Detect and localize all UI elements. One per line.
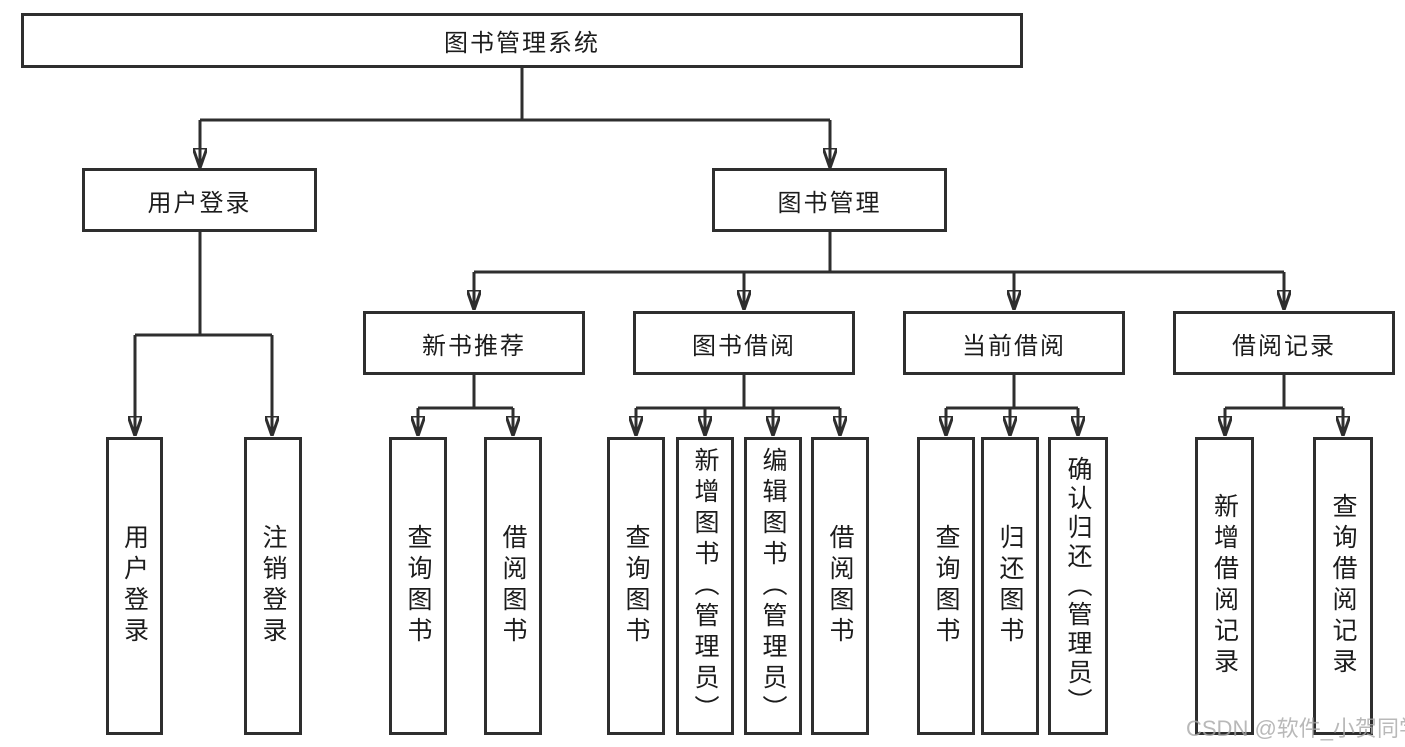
node-label: 查询图书 — [404, 524, 432, 648]
edge-current-borrow-children — [946, 375, 1078, 435]
node-borrow-records: 借阅记录 — [1173, 311, 1395, 375]
node-user-login: 用户登录 — [82, 168, 317, 232]
leaf-query-borrow-record: 查询借阅记录 — [1313, 437, 1373, 735]
leaf-query-books-borrow: 查询图书 — [607, 437, 665, 735]
leaf-borrow-books-recommend: 借阅图书 — [484, 437, 542, 735]
leaf-confirm-return-admin: 确认归还（管理员） — [1048, 437, 1108, 735]
node-label: 新增图书（管理员） — [691, 446, 719, 726]
leaf-query-books-recommend: 查询图书 — [389, 437, 447, 735]
node-label: 借阅图书 — [499, 524, 527, 648]
edge-user-login-children — [135, 232, 272, 435]
node-label: 归还图书 — [996, 524, 1024, 648]
leaf-user-login: 用户登录 — [106, 437, 163, 735]
node-label: 用户登录 — [120, 524, 149, 648]
node-label: 新书推荐 — [422, 332, 526, 360]
node-book-borrow: 图书借阅 — [633, 311, 855, 375]
node-label: 借阅记录 — [1232, 332, 1336, 360]
csdn-watermark: CSDN @软件_小贺同学 — [1186, 716, 1405, 741]
edge-book-borrow-children — [636, 375, 840, 435]
node-new-book-recommend: 新书推荐 — [363, 311, 585, 375]
node-label: 当前借阅 — [962, 332, 1066, 360]
leaf-query-books-current: 查询图书 — [917, 437, 975, 735]
node-label: 新增借阅记录 — [1210, 493, 1239, 679]
node-label: 图书管理系统 — [444, 30, 600, 57]
leaf-add-book-admin: 新增图书（管理员） — [676, 437, 734, 735]
node-label: 用户登录 — [147, 189, 252, 217]
leaf-add-borrow-record: 新增借阅记录 — [1195, 437, 1254, 735]
node-library-management-system: 图书管理系统 — [21, 13, 1023, 68]
leaf-return-book: 归还图书 — [981, 437, 1039, 735]
leaf-logout: 注销登录 — [244, 437, 302, 735]
node-label: 确认归还（管理员） — [1064, 455, 1092, 717]
node-label: 查询图书 — [622, 524, 650, 648]
node-label: 借阅图书 — [826, 524, 854, 648]
node-label: 图书管理 — [777, 189, 882, 217]
edge-book-management-children — [474, 232, 1284, 309]
node-book-management: 图书管理 — [712, 168, 947, 232]
node-label: 图书借阅 — [692, 332, 796, 360]
node-label: 查询图书 — [932, 524, 960, 648]
leaf-edit-book-admin: 编辑图书（管理员） — [744, 437, 802, 735]
node-label: 注销登录 — [259, 524, 287, 648]
edge-root-to-level2 — [200, 68, 830, 167]
edge-new-book-children — [418, 375, 513, 435]
edge-borrow-record-children — [1225, 375, 1343, 435]
node-label: 编辑图书（管理员） — [759, 446, 787, 726]
node-label: 查询借阅记录 — [1329, 493, 1357, 679]
node-current-borrow: 当前借阅 — [903, 311, 1125, 375]
leaf-borrow-books-2: 借阅图书 — [811, 437, 869, 735]
